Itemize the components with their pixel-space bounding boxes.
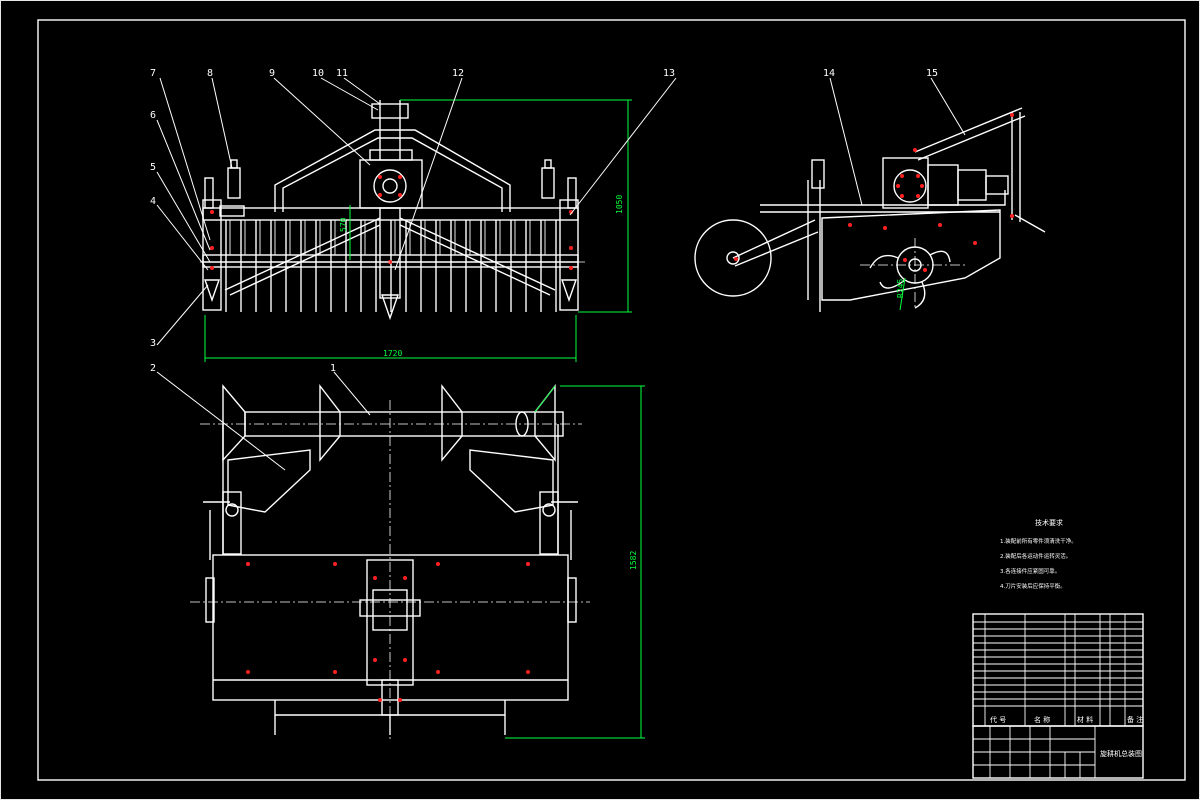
label-part-10: 10: [312, 68, 324, 79]
label-part-5: 5: [150, 162, 156, 173]
label-part-11: 11: [336, 68, 348, 79]
label-part-8: 8: [207, 68, 213, 79]
drawing-frame: [37, 19, 1186, 781]
tech-req-item-4: 4.刀片安装后应保持平衡。: [1000, 582, 1066, 590]
dim-side-radius: R245: [896, 279, 905, 298]
technical-requirements: 技术要求 1.装配前所有零件须清洗干净。 2.装配后各运动件运转灵活。 3.各连…: [1000, 518, 1077, 590]
dim-front-height: 1050: [615, 195, 624, 214]
plan-dimensions: 1582: [505, 385, 645, 739]
dim-shaft-height: 570: [339, 217, 348, 232]
front-tines: [225, 220, 561, 312]
label-part-3: 3: [150, 338, 156, 349]
label-part-12: 12: [452, 68, 464, 79]
side-view: [694, 107, 1046, 312]
front-view: [200, 100, 585, 321]
label-part-14: 14: [823, 68, 835, 79]
part-number-labels: 7 8 9 10 11 12 13 6 5 4 3 2 1 14 15: [150, 68, 938, 374]
side-dimensions: R245: [896, 277, 906, 311]
label-part-15: 15: [926, 68, 938, 79]
parts-list-rows: [973, 621, 1143, 707]
drawing-title: 旋耕机总装图: [1100, 749, 1142, 758]
label-part-2: 2: [150, 363, 156, 374]
label-part-7: 7: [150, 68, 156, 79]
label-part-13: 13: [663, 68, 675, 79]
tech-req-item-3: 3.各连接件应紧固可靠。: [1000, 567, 1060, 575]
title-block: 旋耕机总装图: [972, 725, 1144, 779]
tech-req-item-1: 1.装配前所有零件须清洗干净。: [1000, 537, 1077, 545]
leaders: [156, 77, 966, 471]
header-note: 备 注: [1127, 715, 1143, 724]
dim-plan-height: 1582: [629, 551, 638, 570]
header-name: 名 称: [1034, 715, 1050, 724]
tech-req-title: 技术要求: [1035, 518, 1063, 527]
label-part-4: 4: [150, 196, 156, 207]
label-part-9: 9: [269, 68, 275, 79]
front-dimensions: 1720 1050 570: [204, 99, 632, 362]
tech-req-item-2: 2.装配后各运动件运转灵活。: [1000, 552, 1071, 560]
header-code: 代 号: [990, 715, 1006, 724]
dim-front-width: 1720: [383, 349, 402, 358]
label-part-6: 6: [150, 110, 156, 121]
parts-list: 代 号 名 称 材 料 备 注: [972, 613, 1144, 727]
header-material: 材 料: [1077, 715, 1093, 724]
plan-view: [190, 383, 590, 740]
label-part-1: 1: [330, 363, 336, 374]
